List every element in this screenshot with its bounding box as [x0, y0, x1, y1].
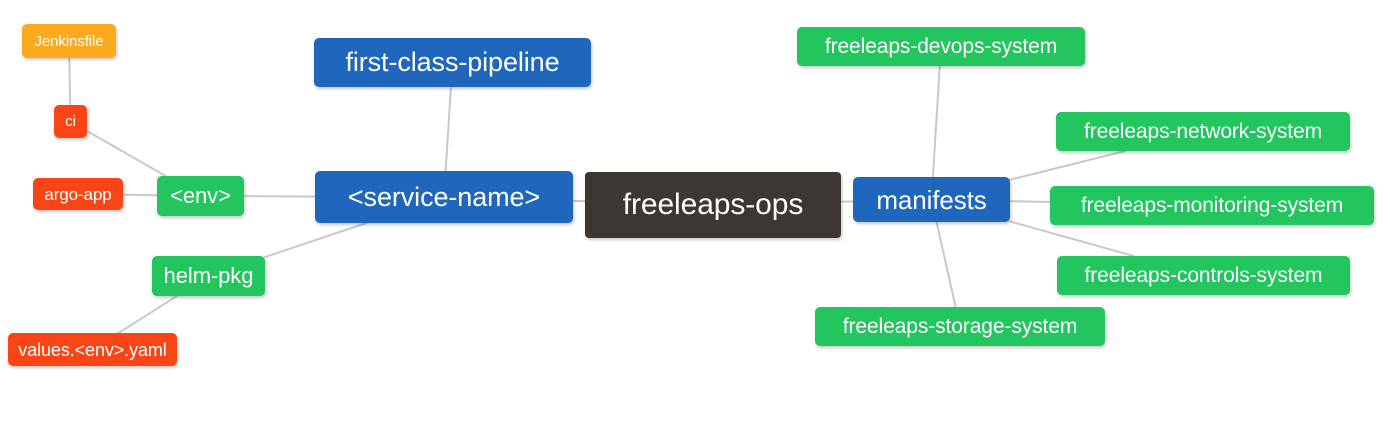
node-env[interactable]: <env> [157, 176, 244, 216]
edge-helm-pkg-to-values-yaml [117, 295, 178, 334]
edge-manifests-to-network-system [1009, 150, 1127, 181]
node-label: argo-app [44, 184, 112, 204]
node-ci[interactable]: ci [54, 105, 87, 138]
node-service-name[interactable]: <service-name> [315, 171, 573, 223]
node-helm-pkg[interactable]: helm-pkg [152, 256, 265, 296]
edge-manifests-to-storage-system [935, 221, 957, 308]
edge-ci-to-jenkinsfile [68, 57, 72, 106]
node-manifests[interactable]: manifests [853, 177, 1010, 222]
node-label: manifests [876, 184, 987, 215]
node-label: <service-name> [347, 181, 541, 212]
edge-manifests-to-devops-system [931, 65, 941, 178]
node-label: freeleaps-storage-system [842, 315, 1078, 338]
node-label: freeleaps-monitoring-system [1080, 194, 1344, 217]
node-controls-system[interactable]: freeleaps-controls-system [1057, 256, 1350, 295]
edge-manifests-to-monitoring-system [1009, 200, 1051, 204]
node-jenkinsfile[interactable]: Jenkinsfile [22, 24, 116, 58]
node-root[interactable]: freeleaps-ops [585, 172, 841, 238]
node-label: first-class-pipeline [345, 47, 560, 77]
edge-manifests-to-controls-system [1009, 220, 1135, 257]
node-label: Jenkinsfile [34, 32, 104, 50]
node-storage-system[interactable]: freeleaps-storage-system [815, 307, 1105, 346]
node-devops-system[interactable]: freeleaps-devops-system [797, 27, 1085, 66]
node-argo-app[interactable]: argo-app [33, 178, 123, 210]
node-label: freeleaps-controls-system [1084, 264, 1323, 287]
node-label: values.<env>.yaml [18, 339, 167, 360]
node-label: helm-pkg [163, 263, 254, 288]
node-values-yaml[interactable]: values.<env>.yaml [8, 333, 177, 366]
node-network-system[interactable]: freeleaps-network-system [1056, 112, 1350, 151]
node-label: freeleaps-network-system [1083, 120, 1322, 143]
edge-env-to-argo-app [122, 193, 158, 197]
node-label: ci [65, 113, 76, 130]
node-label: <env> [170, 183, 231, 208]
node-label: freeleaps-devops-system [824, 35, 1058, 58]
edge-service-name-to-helm-pkg [264, 222, 368, 259]
edge-env-to-ci [86, 129, 167, 177]
edge-service-name-to-first-class-pipeline [444, 86, 452, 172]
node-monitoring-system[interactable]: freeleaps-monitoring-system [1050, 186, 1374, 225]
node-first-class-pipeline[interactable]: first-class-pipeline [314, 38, 591, 87]
node-label: freeleaps-ops [622, 188, 804, 221]
